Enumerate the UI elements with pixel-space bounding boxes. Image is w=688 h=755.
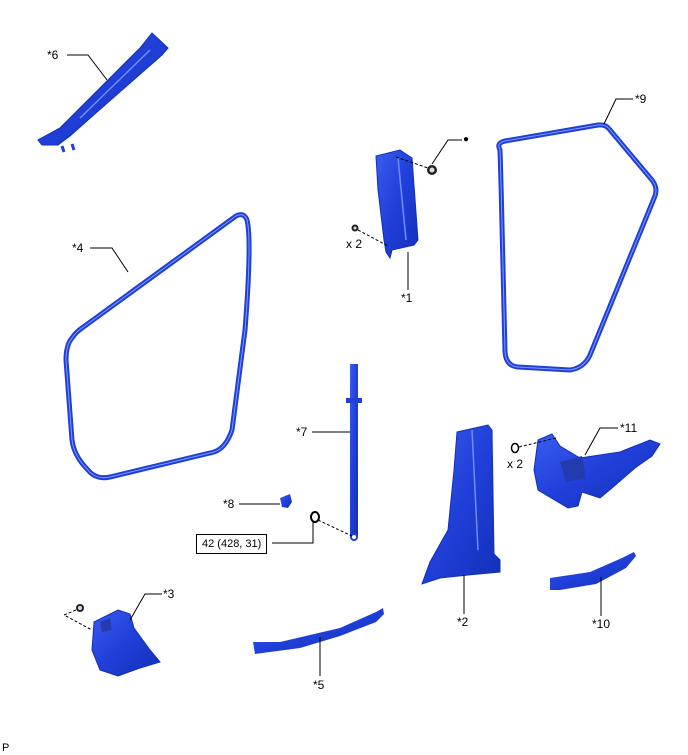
callout-2: *2 [457, 615, 469, 629]
clip-part1-lower [351, 224, 389, 247]
part-9-rear-door-opening-weatherstrip[interactable] [496, 122, 659, 373]
callout-5: *5 [313, 678, 325, 692]
part-6-front-pillar-garnish[interactable] [37, 32, 169, 153]
part-4-front-door-opening-weatherstrip[interactable] [63, 212, 252, 481]
leader-line-9 [603, 98, 633, 125]
leader-line-6 [67, 54, 108, 81]
callout-8: *8 [223, 497, 235, 511]
part-10-scuff-plate[interactable] [550, 552, 636, 590]
part-2-center-pillar-lower-garnish[interactable] [421, 424, 501, 585]
callout-1: *1 [401, 291, 413, 305]
quantity-clip-part11: x 2 [507, 457, 524, 471]
clip-part11 [510, 437, 557, 454]
callout-6: *6 [47, 48, 59, 62]
leader-line-11 [584, 427, 618, 456]
leader-line-4 [90, 247, 129, 273]
leader-line-torque [272, 522, 314, 544]
clip-part1-upper [395, 156, 437, 175]
part-8-cover[interactable] [280, 494, 292, 508]
part-11-quarter-trim-panel[interactable] [533, 433, 661, 509]
callout-9: *9 [635, 92, 647, 106]
part-1-center-pillar-upper-garnish[interactable] [375, 149, 419, 260]
torque-spec-box: 42 (428, 31) [196, 534, 268, 554]
footer-code: P [2, 742, 10, 754]
part-7-seat-belt[interactable] [346, 364, 362, 541]
marker-dot: ● [463, 134, 470, 145]
callout-10: *10 [592, 617, 611, 631]
callout-7: *7 [296, 425, 308, 439]
part-3-cowl-side-trim[interactable] [91, 609, 161, 677]
callout-4: *4 [72, 241, 84, 255]
callout-11: *11 [620, 421, 638, 435]
part-5-scuff-plate[interactable] [253, 608, 384, 654]
quantity-clip-part1: x 2 [346, 237, 363, 251]
clip-part3 [62, 604, 93, 631]
leader-line-3 [129, 593, 162, 621]
callout-3: *3 [163, 587, 175, 601]
anchor-bolt [310, 511, 353, 537]
leader-line-dot [431, 139, 462, 165]
